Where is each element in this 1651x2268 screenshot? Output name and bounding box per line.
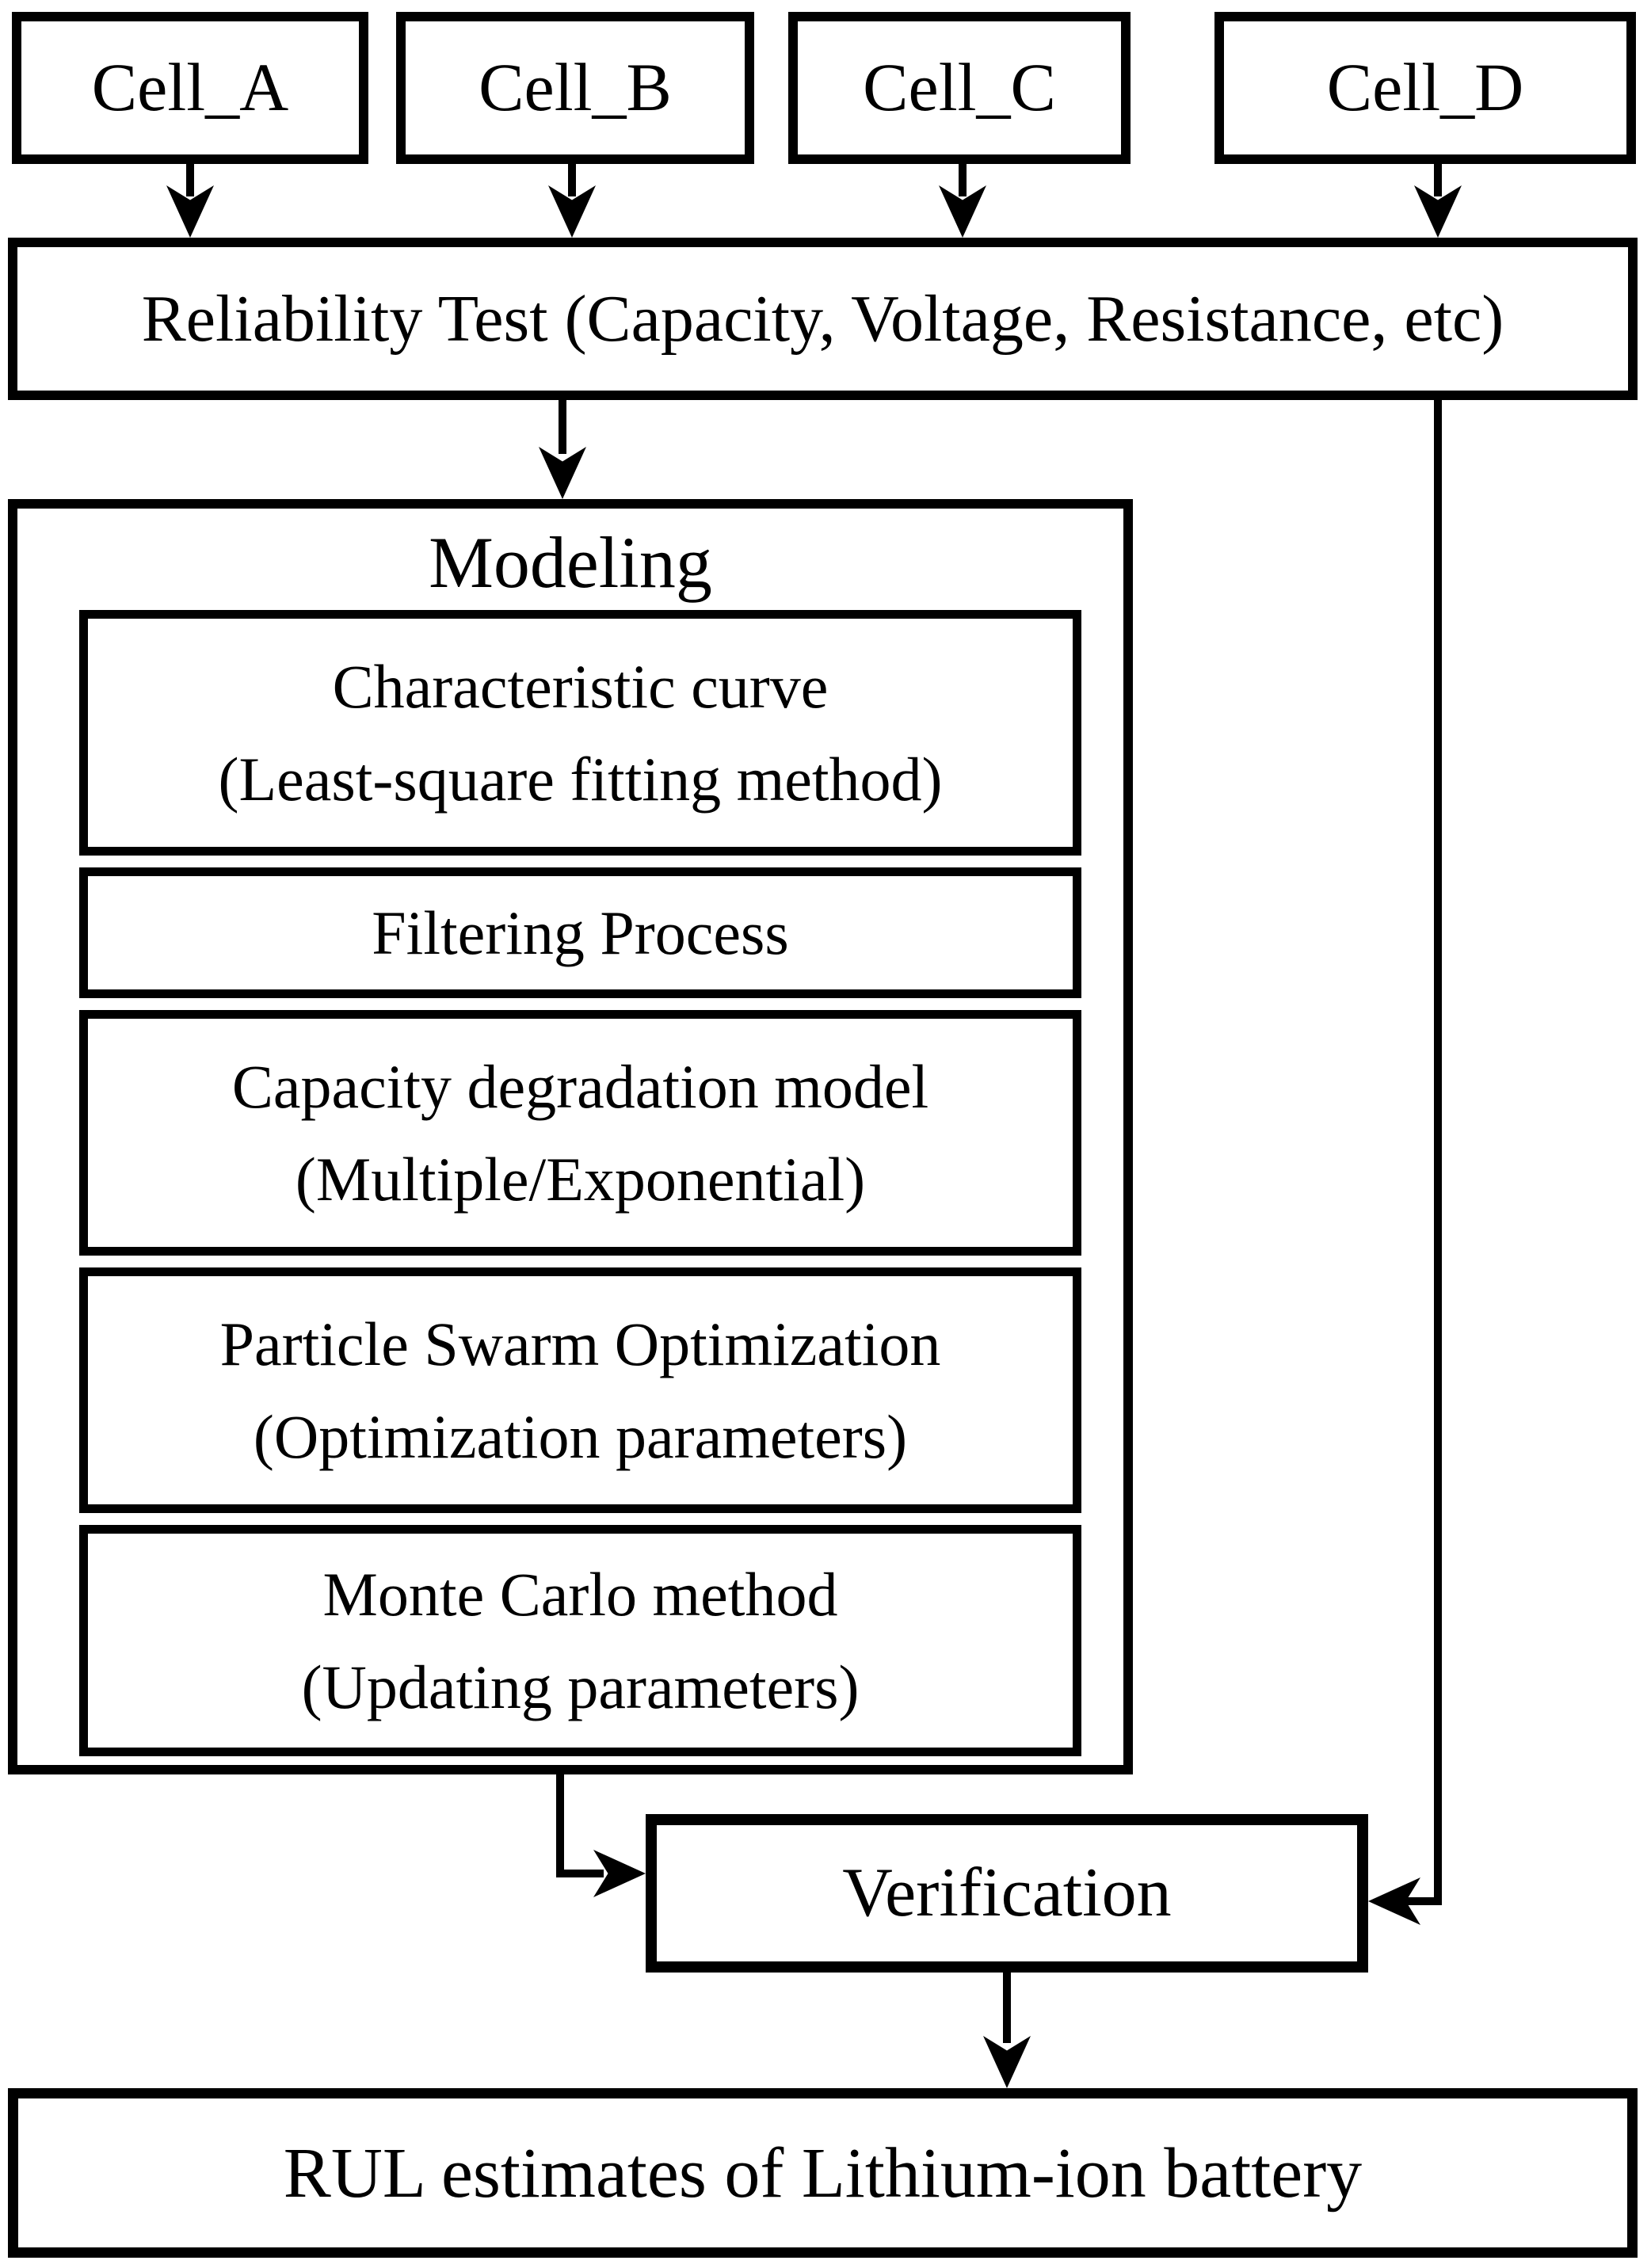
step-capacity-degradation-line1: Capacity degradation model xyxy=(231,1052,929,1121)
cell-b-label: Cell_B xyxy=(479,49,672,126)
step-capacity-degradation-box: Capacity degradation model (Multiple/Exp… xyxy=(79,1010,1081,1256)
step-filtering-process-box: Filtering Process xyxy=(79,867,1081,998)
step-particle-swarm-box: Particle Swarm Optimization (Optimizatio… xyxy=(79,1267,1081,1513)
modeling-title: Modeling xyxy=(429,522,712,603)
step-filtering-process-line1: Filtering Process xyxy=(372,898,789,967)
step-monte-carlo-line2: (Updating parameters) xyxy=(301,1652,860,1721)
verification-box: Verification xyxy=(646,1814,1368,1973)
arrow-cell-a-shaft xyxy=(186,161,194,196)
arrow-cell-c-shaft xyxy=(959,161,967,196)
step-monte-carlo-line1: Monte Carlo method xyxy=(322,1560,838,1629)
line-modeling-to-verification-horizontal xyxy=(556,1870,604,1877)
rul-estimates-box: RUL estimates of Lithium-ion battery xyxy=(8,2088,1638,2258)
step-characteristic-curve-line2: (Least-square fitting method) xyxy=(218,745,943,814)
step-characteristic-curve-line1: Characteristic curve xyxy=(332,652,829,721)
cell-a-box: Cell_A xyxy=(12,12,368,164)
cell-b-box: Cell_B xyxy=(396,12,754,164)
arrow-verification-to-rul-shaft xyxy=(1003,1968,1011,2043)
step-particle-swarm-line1: Particle Swarm Optimization xyxy=(219,1309,941,1378)
cell-d-label: Cell_D xyxy=(1326,49,1524,126)
cell-a-label: Cell_A xyxy=(91,49,289,126)
line-modeling-to-verification-vertical xyxy=(556,1770,564,1877)
reliability-test-label: Reliability Test (Capacity, Voltage, Res… xyxy=(141,281,1504,356)
cell-c-box: Cell_C xyxy=(788,12,1131,164)
step-monte-carlo-box: Monte Carlo method (Updating parameters) xyxy=(79,1525,1081,1756)
arrow-cell-b-shaft xyxy=(568,161,576,196)
step-particle-swarm-line2: (Optimization parameters) xyxy=(253,1402,908,1471)
line-reliability-to-verification-vertical xyxy=(1434,398,1442,1905)
cell-c-label: Cell_C xyxy=(863,49,1056,126)
arrow-cell-d-shaft xyxy=(1434,161,1442,196)
arrow-reliability-to-modeling-shaft xyxy=(559,398,566,454)
line-reliability-to-verification-horizontal xyxy=(1404,1897,1442,1905)
reliability-test-box: Reliability Test (Capacity, Voltage, Res… xyxy=(8,238,1638,400)
verification-label: Verification xyxy=(842,1854,1172,1931)
rul-estimates-label: RUL estimates of Lithium-ion battery xyxy=(283,2133,1363,2213)
step-characteristic-curve-box: Characteristic curve (Least-square fitti… xyxy=(79,610,1081,856)
arrowhead-reliability-to-modeling-icon xyxy=(539,447,586,499)
arrowhead-verification-to-rul-icon xyxy=(983,2036,1031,2088)
cell-d-box: Cell_D xyxy=(1214,12,1636,164)
step-capacity-degradation-line2: (Multiple/Exponential) xyxy=(295,1145,866,1214)
